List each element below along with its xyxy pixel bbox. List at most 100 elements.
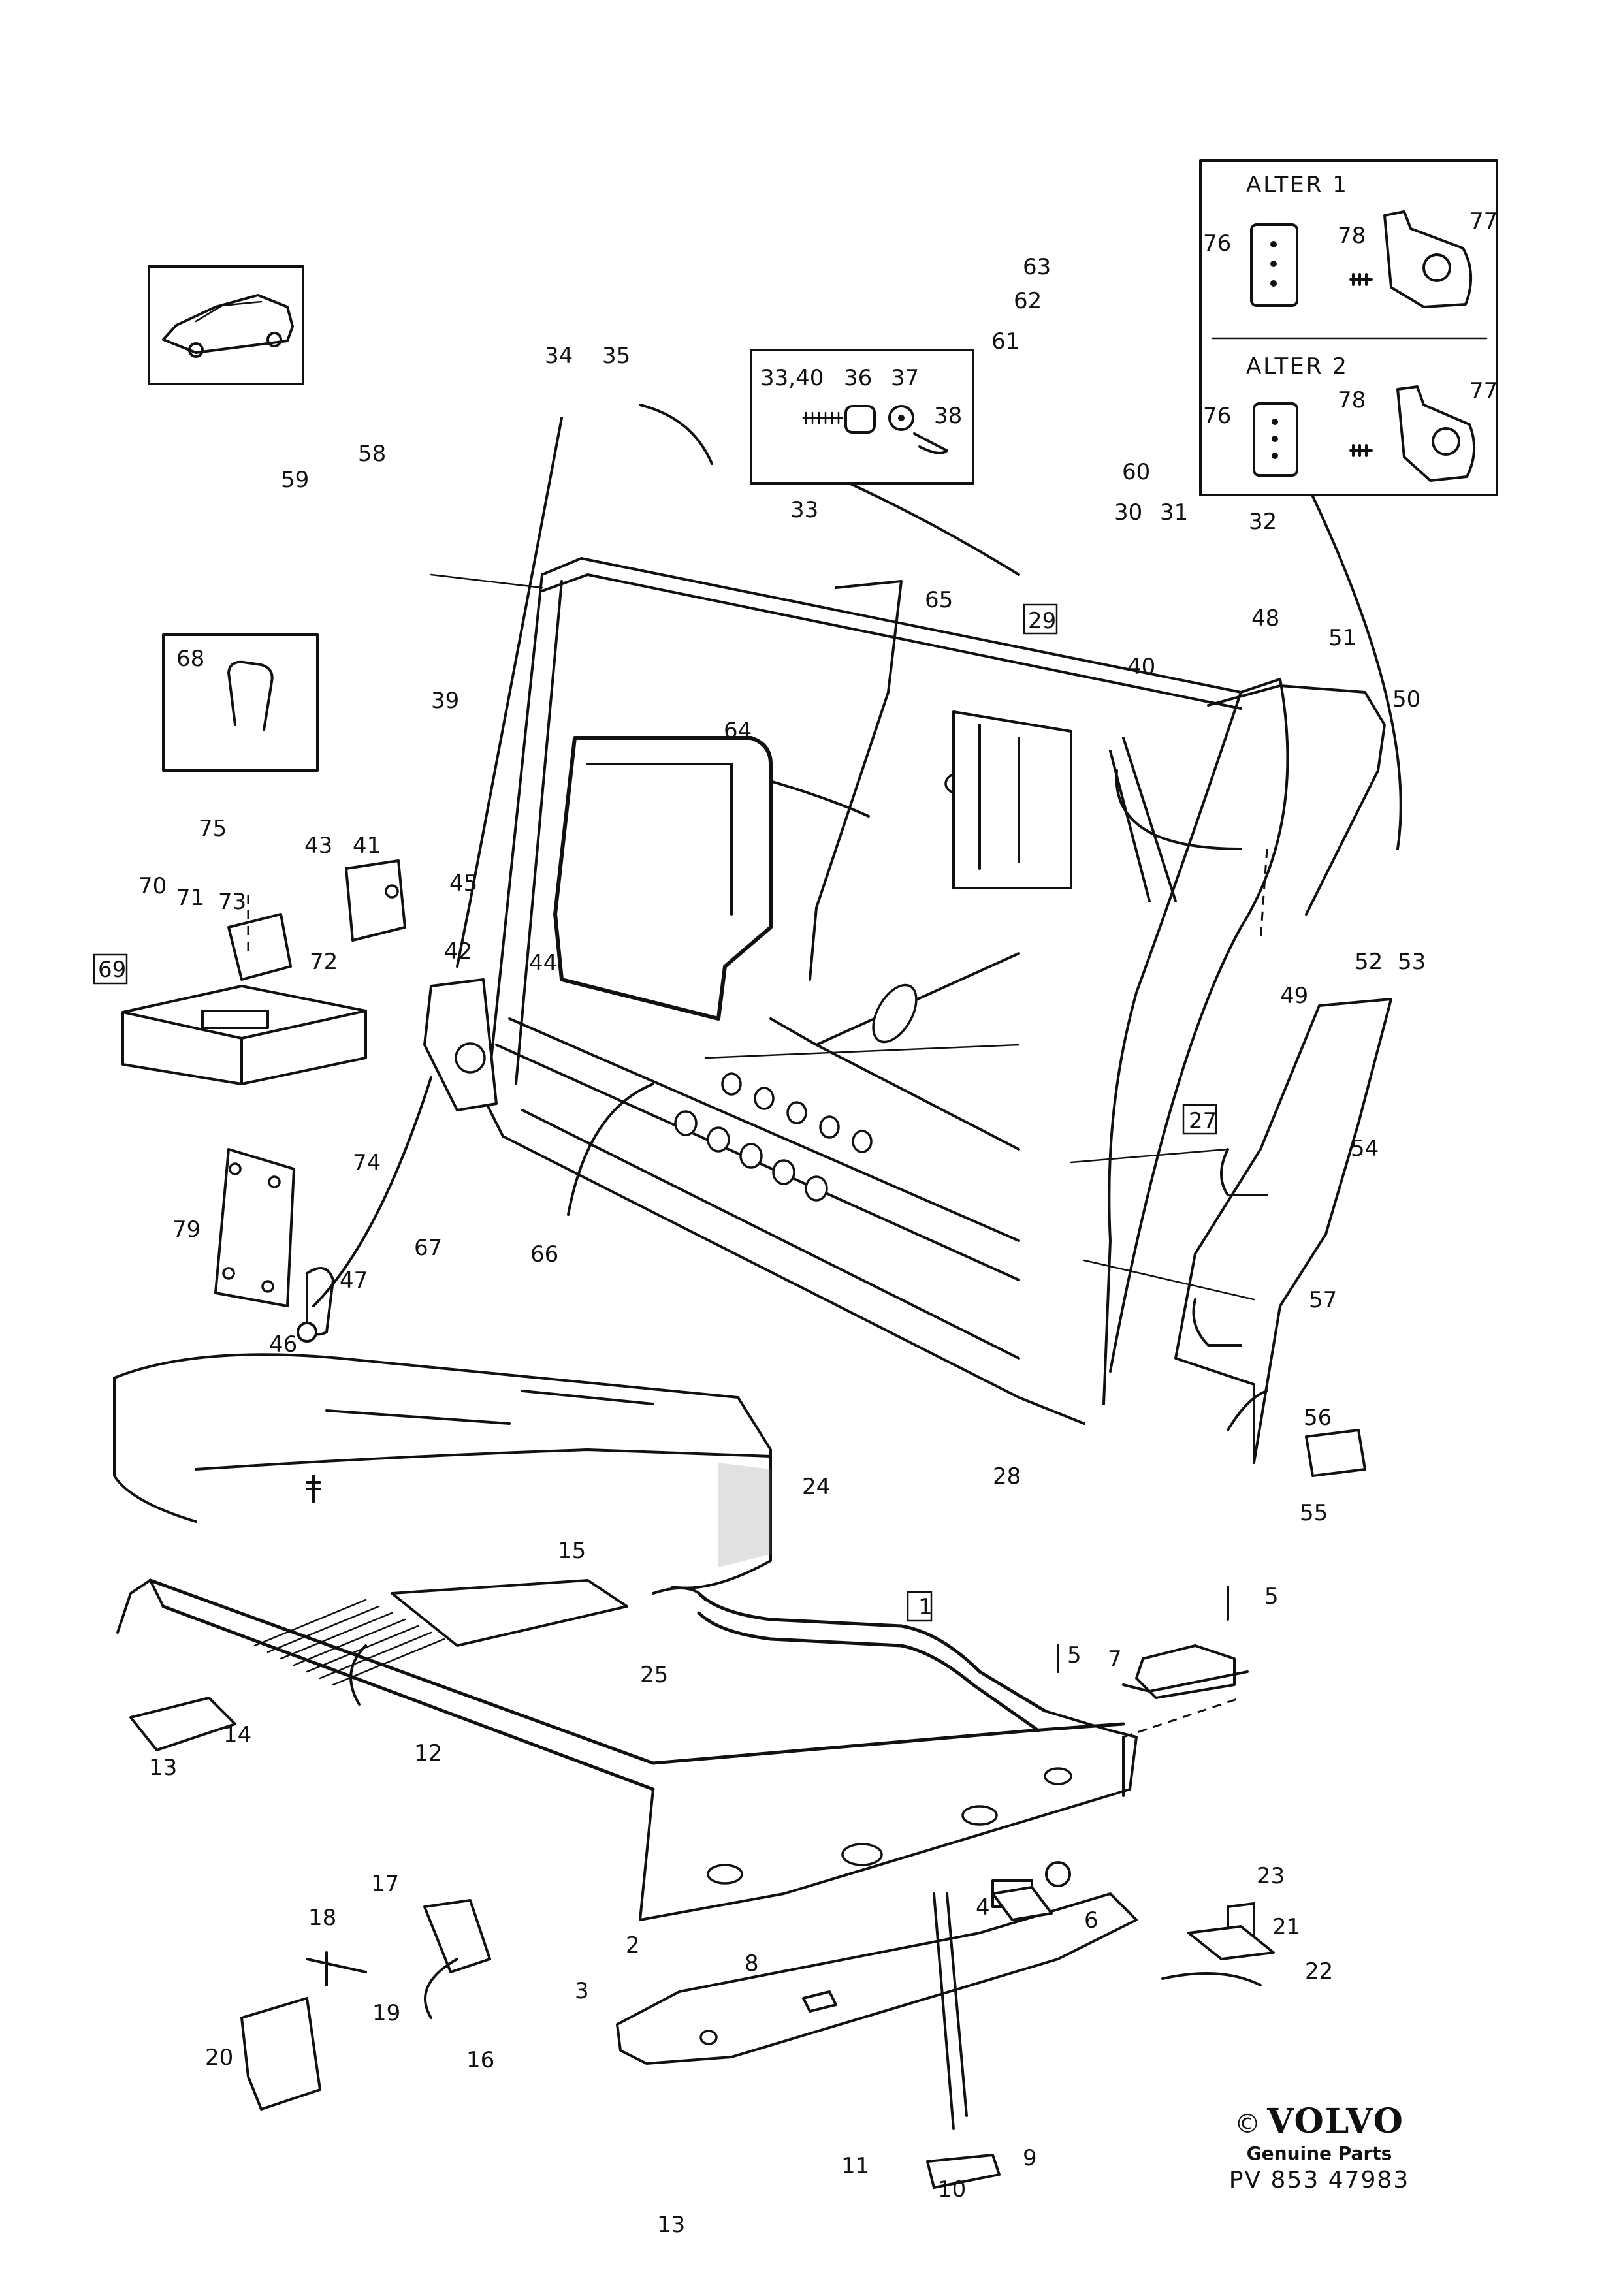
callout-37: 37 (891, 365, 919, 391)
callout-47: 47 (340, 1268, 368, 1294)
callout-49: 49 (1280, 983, 1308, 1009)
callout-77b: 77 (1469, 378, 1498, 404)
side-cover (1174, 998, 1392, 1477)
callout-13a: 13 (149, 1755, 177, 1781)
parts-33-38-box (750, 349, 974, 485)
callout-29: 29 (1028, 608, 1056, 634)
callout-10: 10 (938, 2176, 966, 2203)
callout-39: 39 (431, 688, 459, 714)
callout-40: 40 (1127, 654, 1155, 680)
callout-34: 34 (545, 343, 573, 369)
callout-48: 48 (1251, 605, 1279, 631)
callout-4: 4 (976, 1894, 990, 1921)
callout-50: 50 (1392, 686, 1420, 712)
callout-31: 31 (1160, 500, 1188, 526)
callout-36: 36 (844, 365, 872, 391)
callout-33: 33 (790, 497, 818, 523)
callout-54: 54 (1351, 1136, 1379, 1162)
callout-64: 64 (724, 718, 752, 744)
callout-61: 61 (991, 328, 1019, 355)
callout-23: 23 (1257, 1863, 1285, 1889)
callout-71: 71 (176, 885, 204, 911)
callout-42: 42 (444, 938, 472, 965)
part-number: PV 853 47983 (1228, 2167, 1410, 2193)
callout-24: 24 (802, 1474, 830, 1500)
callout-2: 2 (626, 1932, 640, 1958)
callout-22: 22 (1305, 1958, 1333, 1985)
callout-63: 63 (1023, 254, 1051, 280)
seat-cushion (113, 1353, 772, 1589)
alter-inset-box (1199, 159, 1498, 496)
callout-20: 20 (205, 2045, 233, 2071)
callout-62: 62 (1014, 288, 1042, 314)
seat-back-frame (485, 557, 1386, 1425)
slide-rail (616, 1861, 1138, 2065)
callout-79: 79 (172, 1217, 201, 1243)
callout-11: 11 (841, 2153, 869, 2179)
genuine-parts-label: Genuine Parts (1246, 2143, 1392, 2164)
callout-12: 12 (414, 1740, 442, 1766)
callout-33-40: 33,40 (760, 365, 824, 391)
car-thumbnail (148, 265, 304, 385)
callout-30: 30 (1114, 500, 1142, 526)
callout-16: 16 (466, 2047, 494, 2073)
callout-14: 14 (223, 1722, 251, 1748)
callout-66: 66 (530, 1241, 558, 1268)
callout-76a: 76 (1203, 231, 1231, 257)
callout-58: 58 (358, 441, 386, 467)
armrest (121, 985, 367, 1085)
callout-73: 73 (218, 889, 246, 915)
callout-17: 17 (371, 1871, 399, 1897)
callout-46: 46 (269, 1331, 297, 1358)
volvo-logo: ©VOLVO (1234, 2101, 1404, 2141)
callout-77a: 77 (1469, 208, 1498, 234)
callout-32: 32 (1249, 509, 1277, 535)
volvo-footer: ©VOLVO Genuine Parts PV 853 47983 (1195, 2101, 1443, 2193)
callout-5b: 5 (1264, 1584, 1279, 1610)
boxed-callouts (93, 603, 1217, 1622)
misc-small-parts (129, 1475, 1275, 2189)
callout-3: 3 (575, 1978, 589, 2004)
callout-78a: 78 (1338, 223, 1366, 249)
callout-43: 43 (304, 833, 332, 859)
callout-13b: 13 (657, 2212, 685, 2238)
callout-15: 15 (558, 1538, 586, 1564)
leader-lines (247, 404, 1402, 2130)
callout-45: 45 (449, 870, 477, 897)
left-hinge-parts (214, 859, 498, 1343)
callout-76b: 76 (1203, 403, 1231, 429)
callout-68: 68 (176, 646, 204, 672)
callout-55: 55 (1300, 1500, 1328, 1526)
callout-41: 41 (353, 833, 381, 859)
callout-1: 1 (918, 1594, 933, 1620)
callout-72: 72 (310, 949, 338, 975)
callout-5a: 5 (1067, 1642, 1082, 1668)
callout-56: 56 (1304, 1405, 1332, 1431)
callout-28: 28 (993, 1463, 1021, 1490)
callout-35: 35 (602, 343, 630, 369)
callout-labels: 1 2 3 4 5 5 6 7 8 9 10 11 12 13 13 14 15… (98, 208, 1498, 2238)
callout-21: 21 (1272, 1914, 1300, 1940)
seat-frame-tube (116, 1578, 1138, 1921)
callout-7: 7 (1108, 1646, 1122, 1672)
callout-44: 44 (529, 950, 557, 976)
callout-25: 25 (640, 1662, 668, 1688)
callout-74: 74 (353, 1150, 381, 1176)
callout-19: 19 (372, 2000, 400, 2026)
alter-2-label: ALTER 2 (1246, 353, 1349, 379)
callout-69: 69 (98, 957, 126, 983)
callout-53: 53 (1398, 949, 1426, 975)
callout-78b: 78 (1338, 387, 1366, 413)
callout-65: 65 (925, 587, 953, 613)
callout-38: 38 (934, 403, 962, 429)
callout-52: 52 (1355, 949, 1383, 975)
callout-67: 67 (414, 1235, 442, 1261)
callout-51: 51 (1328, 625, 1356, 651)
callout-57: 57 (1309, 1287, 1337, 1313)
callout-9: 9 (1023, 2145, 1037, 2171)
callout-27: 27 (1189, 1108, 1217, 1134)
alter-1-label: ALTER 1 (1246, 172, 1349, 198)
part-68-box (162, 633, 319, 772)
callout-60: 60 (1122, 459, 1150, 485)
